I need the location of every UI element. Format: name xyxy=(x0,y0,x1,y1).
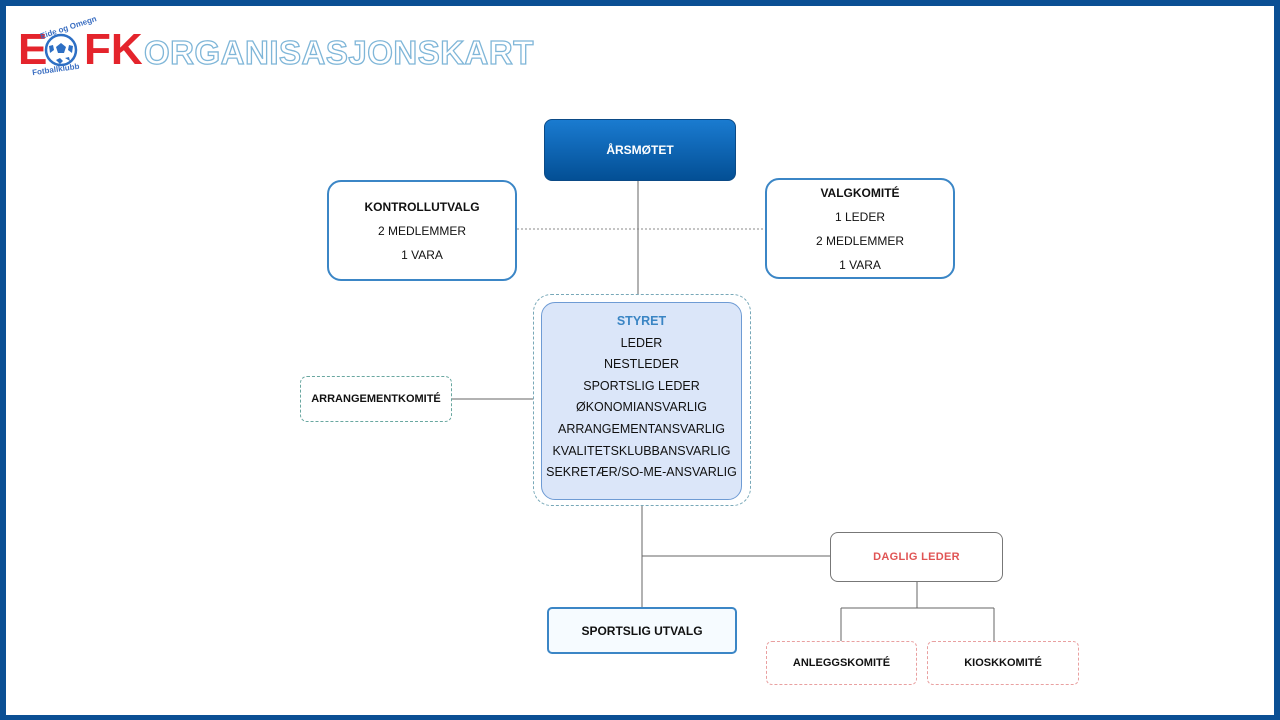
styret-box: STYRET LEDER NESTLEDER SPORTSLIG LEDER Ø… xyxy=(541,302,742,500)
kontrollutvalg-title: KONTROLLUTVALG xyxy=(364,199,480,214)
valgkomite-title: VALGKOMITÉ xyxy=(820,185,900,200)
styret-member: ARRANGEMENTANSVARLIG xyxy=(558,421,725,436)
styret-member: KVALITETSKLUBBANSVARLIG xyxy=(552,443,731,458)
sportslig-utvalg-box: SPORTSLIG UTVALG xyxy=(547,607,737,654)
styret-member: LEDER xyxy=(620,335,663,350)
arrangementkomite-label: ARRANGEMENTKOMITÉ xyxy=(311,393,441,405)
valgkomite-line: 1 VARA xyxy=(839,257,881,272)
anleggskomite-box: ANLEGGSKOMITÉ xyxy=(766,641,917,685)
club-logo: E FK Eide og Omegn Fotballklubb xyxy=(18,14,143,77)
valgkomite-line: 2 MEDLEMMER xyxy=(815,233,904,248)
styret-member: SPORTSLIG LEDER xyxy=(583,378,700,393)
kioskkomite-box: KIOSKKOMITÉ xyxy=(927,641,1079,685)
styret-member: SEKRETÆR/SO-ME-ANSVARLIG xyxy=(546,465,737,480)
styret-member: NESTLEDER xyxy=(603,357,680,372)
valgkomite-line: 1 LEDER xyxy=(834,209,886,224)
kontrollutvalg-box: KONTROLLUTVALG 2 MEDLEMMER 1 VARA xyxy=(327,180,517,281)
football-icon xyxy=(44,33,78,67)
sportslig-utvalg-label: SPORTSLIG UTVALG xyxy=(581,623,703,638)
arrangementkomite-box: ARRANGEMENTKOMITÉ xyxy=(300,376,452,422)
kontrollutvalg-line: 1 VARA xyxy=(401,247,443,262)
arsmotet-box: ÅRSMØTET xyxy=(544,119,736,181)
kontrollutvalg-line: 2 MEDLEMMER xyxy=(377,223,466,238)
valgkomite-box: VALGKOMITÉ 1 LEDER 2 MEDLEMMER 1 VARA xyxy=(765,178,955,279)
daglig-leder-box: DAGLIG LEDER xyxy=(830,532,1003,582)
daglig-leder-label: DAGLIG LEDER xyxy=(873,551,960,563)
styret-member: ØKONOMIANSVARLIG xyxy=(575,400,708,415)
page-title: ORGANISASJONSKART xyxy=(143,33,534,71)
styret-outline xyxy=(533,294,751,506)
logo-letter-e: E xyxy=(18,25,48,74)
anleggskomite-label: ANLEGGSKOMITÉ xyxy=(792,657,891,669)
arsmotet-label: ÅRSMØTET xyxy=(606,143,674,157)
logo-letters-fk: FK xyxy=(84,25,143,74)
styret-title: STYRET xyxy=(616,314,667,328)
kioskkomite-label: KIOSKKOMITÉ xyxy=(964,657,1042,669)
